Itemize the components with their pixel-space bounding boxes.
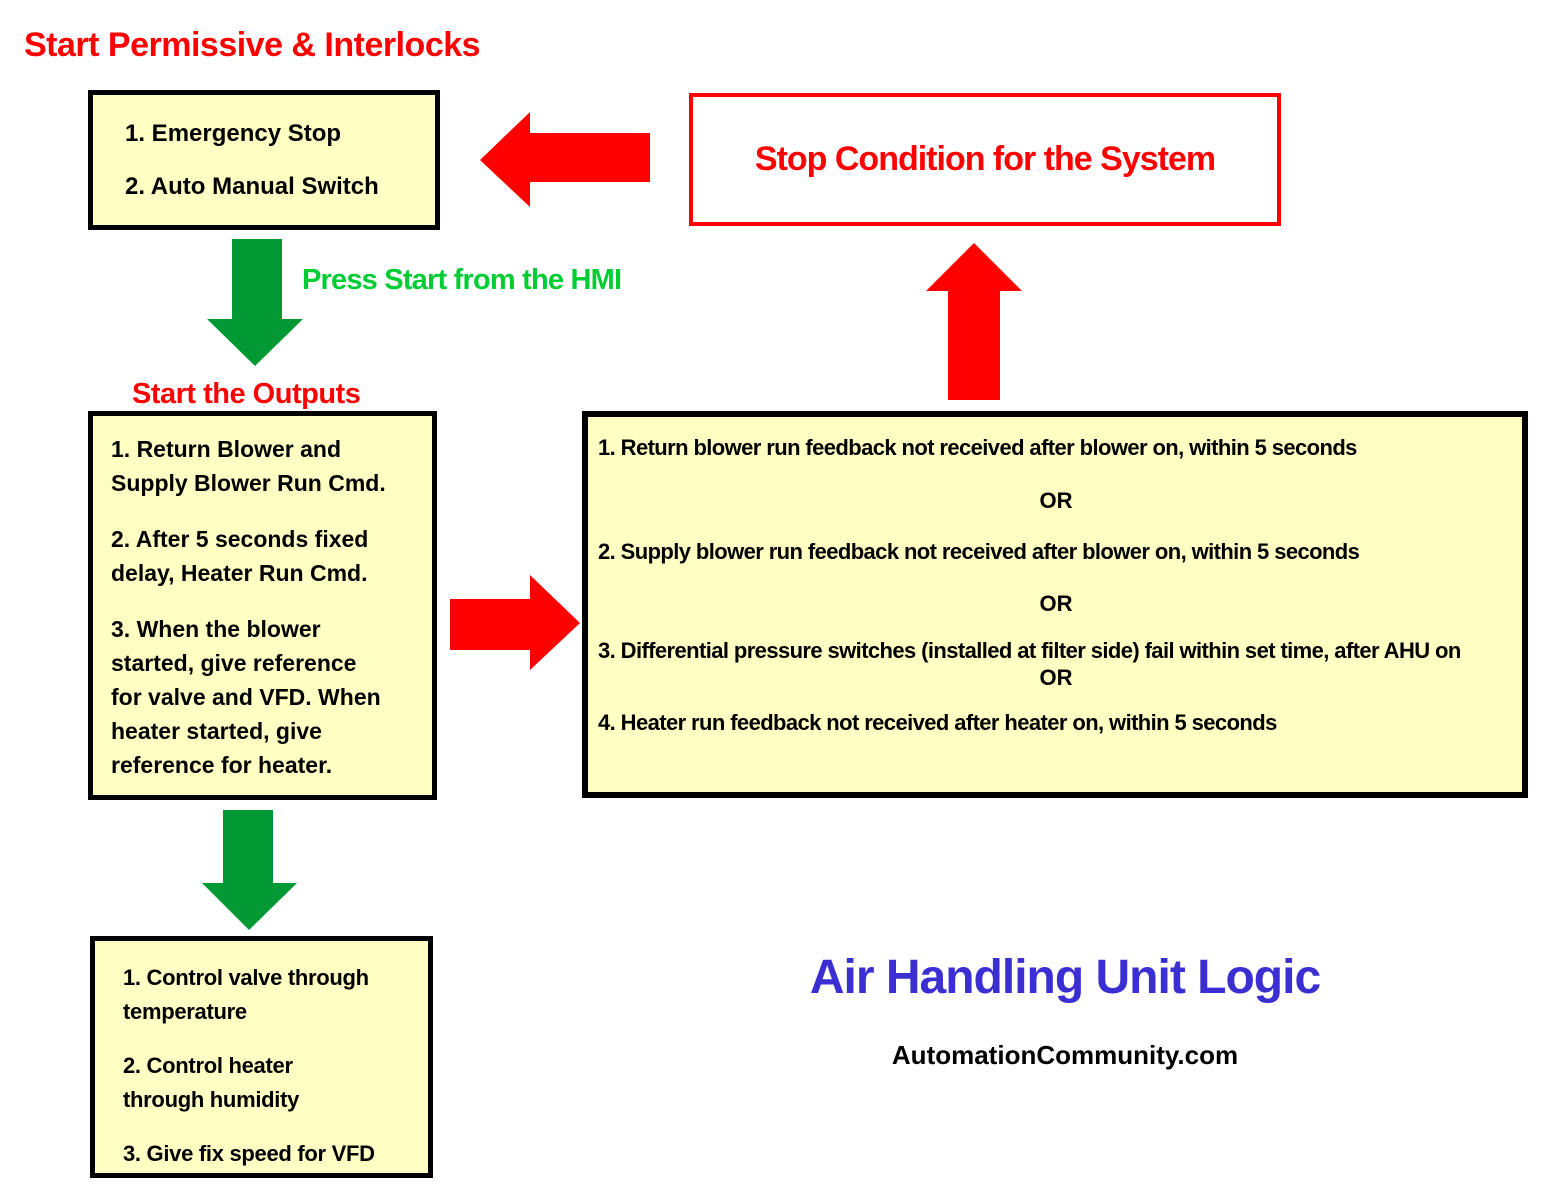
permissive-interlocks-box: 1. Emergency Stop 2. Auto Manual Switch bbox=[88, 90, 440, 230]
red-arrow-left-icon bbox=[480, 112, 650, 207]
stop-condition-item-2: 2. Supply blower run feedback not receiv… bbox=[598, 539, 1360, 564]
control-item-3: 3. Give fix speed for VFD bbox=[123, 1141, 375, 1166]
or-separator: OR bbox=[1039, 665, 1073, 690]
or-separator: OR bbox=[1039, 591, 1073, 616]
stop-condition-item-1: 1. Return blower run feedback not receiv… bbox=[598, 435, 1357, 460]
or-separator: OR bbox=[1039, 488, 1073, 513]
stop-condition-label: Stop Condition for the System bbox=[754, 140, 1216, 178]
green-arrow-down-icon bbox=[207, 239, 303, 366]
red-arrow-up-icon bbox=[926, 243, 1022, 400]
diagram-title: Air Handling Unit Logic bbox=[809, 951, 1321, 1004]
stop-condition-item-3: 3. Differential pressure switches (insta… bbox=[598, 638, 1461, 663]
credit-text: AutomationCommunity.com bbox=[891, 1040, 1239, 1070]
red-arrow-right-icon bbox=[450, 575, 580, 670]
start-the-outputs-label: Start the Outputs bbox=[132, 378, 361, 410]
stop-conditions-list-box: 1. Return blower run feedback not receiv… bbox=[582, 411, 1528, 798]
stop-condition-box: Stop Condition for the System bbox=[689, 93, 1281, 226]
green-arrow-down-icon bbox=[202, 810, 297, 930]
section-title-start-permissive: Start Permissive & Interlocks bbox=[24, 26, 481, 64]
press-start-hmi-label: Press Start from the HMI bbox=[302, 264, 622, 296]
permissive-item-2: 2. Auto Manual Switch bbox=[125, 173, 379, 200]
stop-condition-item-4: 4. Heater run feedback not received afte… bbox=[598, 710, 1277, 735]
permissive-item-1: 1. Emergency Stop bbox=[125, 120, 342, 147]
